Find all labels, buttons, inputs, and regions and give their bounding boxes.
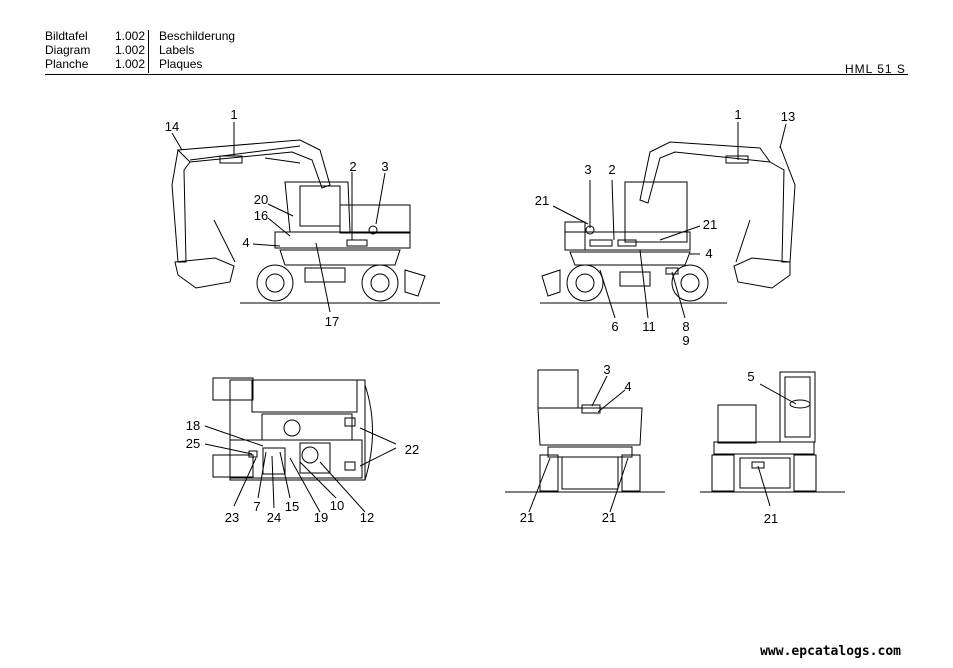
front-view	[700, 371, 845, 507]
title-de: Beschilderung	[159, 29, 236, 43]
callout-2: 2	[608, 162, 615, 177]
side-view-left	[171, 122, 440, 313]
title-fr: Plaques	[159, 57, 203, 71]
rear-view	[505, 369, 665, 513]
callout-19: 19	[314, 510, 328, 525]
callout-21: 21	[703, 217, 717, 232]
callout-21: 21	[764, 511, 778, 526]
callout-3: 3	[584, 162, 591, 177]
callout-2: 2	[349, 159, 356, 174]
callout-21: 21	[602, 510, 616, 525]
callout-1: 1	[230, 107, 237, 122]
callout-24: 24	[267, 510, 281, 525]
callout-3: 3	[381, 159, 388, 174]
callout-11: 11	[642, 319, 656, 334]
callout-10: 10	[330, 498, 344, 513]
callout-14: 14	[165, 119, 179, 134]
callouts-rear: 3 4 21 21	[520, 362, 632, 525]
callout-8: 8	[682, 319, 689, 334]
callout-21: 21	[535, 193, 549, 208]
callout-12: 12	[360, 510, 374, 525]
callout-13: 13	[781, 109, 795, 124]
callout-4: 4	[705, 246, 712, 261]
callout-9: 9	[682, 333, 689, 348]
callouts-top: 18 25 22 23 7 24 15 19 10 12	[186, 418, 419, 525]
callout-23: 23	[225, 510, 239, 525]
callout-4: 4	[624, 379, 631, 394]
callout-3: 3	[603, 362, 610, 377]
callout-4: 4	[242, 235, 249, 250]
top-view	[204, 377, 397, 513]
side-view-right	[540, 122, 796, 319]
callout-15: 15	[285, 499, 299, 514]
callout-7: 7	[253, 499, 260, 514]
callout-5: 5	[747, 369, 754, 384]
diagram-title-block: Beschilderung Labels Plaques	[159, 29, 235, 71]
header-rule	[45, 74, 908, 75]
callout-21: 21	[520, 510, 534, 525]
model-number: HML 51 S	[845, 62, 906, 76]
callout-22: 22	[405, 442, 419, 457]
callout-25: 25	[186, 436, 200, 451]
callout-1: 1	[734, 107, 741, 122]
callouts-side-left: 1 14 2 3 20 16 4 17	[165, 107, 389, 329]
callouts-side-right: 1 13 3 2 21 21 4 6 11 8 9	[535, 107, 795, 348]
callout-16: 16	[254, 208, 268, 223]
header-divider	[148, 30, 149, 73]
callout-20: 20	[254, 192, 268, 207]
watermark: www.epcatalogs.com	[760, 644, 901, 659]
callout-17: 17	[325, 314, 339, 329]
callouts-front: 5 21	[747, 369, 778, 526]
title-en: Labels	[159, 43, 195, 57]
callout-18: 18	[186, 418, 200, 433]
callout-6: 6	[611, 319, 618, 334]
